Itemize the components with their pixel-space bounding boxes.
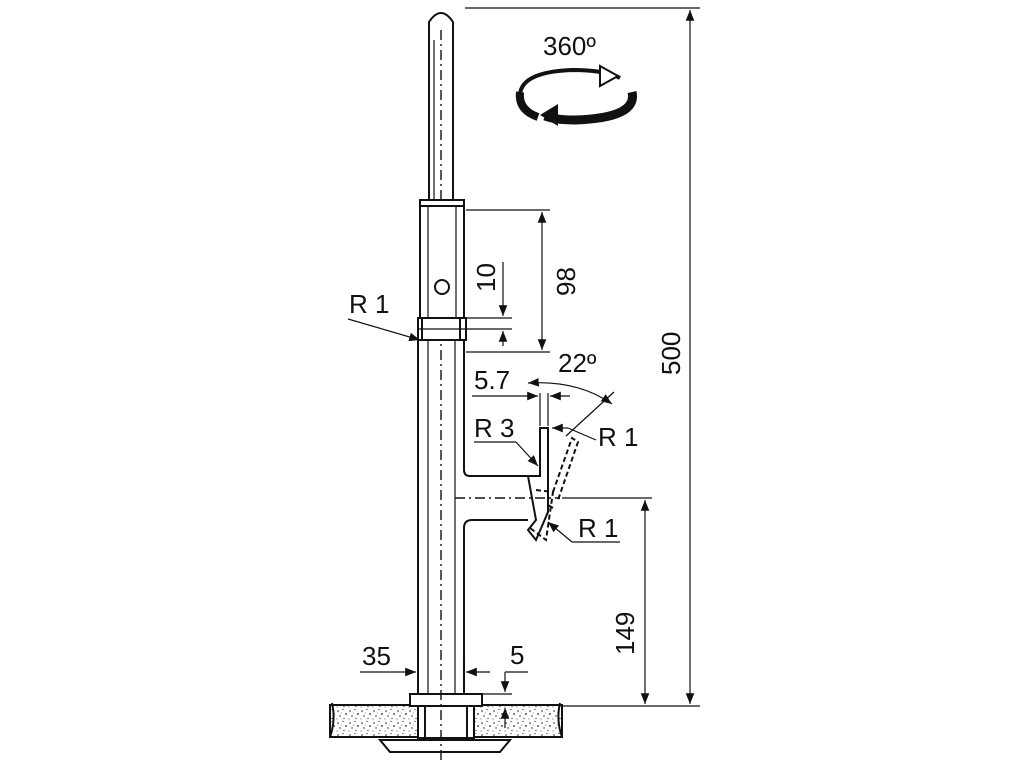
dimension-label-10: 10 <box>471 263 501 292</box>
radius-callout-lower <box>547 521 620 543</box>
dimension-label-35: 35 <box>362 641 391 671</box>
rotation-label: 360º <box>543 31 596 61</box>
radius-callout-top <box>347 318 421 342</box>
faucet-base-mount <box>377 693 513 753</box>
dimension-5 <box>482 671 528 728</box>
radius-label-top: R 1 <box>349 289 389 319</box>
dimension-label-98: 98 <box>551 267 581 296</box>
dimension-98 <box>466 209 550 353</box>
radius-callout-right <box>552 423 597 441</box>
dimension-label-5: 5 <box>510 640 524 670</box>
lever-housing <box>455 427 580 542</box>
radius-callout-r3 <box>474 441 539 467</box>
rotation-360-icon <box>515 64 637 126</box>
dimension-35 <box>360 660 490 694</box>
radius-label-lower: R 1 <box>578 513 618 543</box>
dimension-500 <box>465 7 700 707</box>
spout-collar <box>417 317 467 341</box>
dimension-label-500: 500 <box>656 332 686 375</box>
radius-label-r3: R 3 <box>474 413 514 443</box>
dimension-149 <box>562 497 652 704</box>
dimension-22-degree <box>527 378 615 437</box>
dimension-label-5-7: 5.7 <box>474 365 510 395</box>
dimension-label-149: 149 <box>610 612 640 655</box>
dimension-10 <box>466 262 512 346</box>
pull-out-spout <box>419 12 465 319</box>
angle-label-22: 22º <box>558 348 597 378</box>
radius-label-right: R 1 <box>598 422 638 452</box>
faucet-body <box>417 30 465 760</box>
